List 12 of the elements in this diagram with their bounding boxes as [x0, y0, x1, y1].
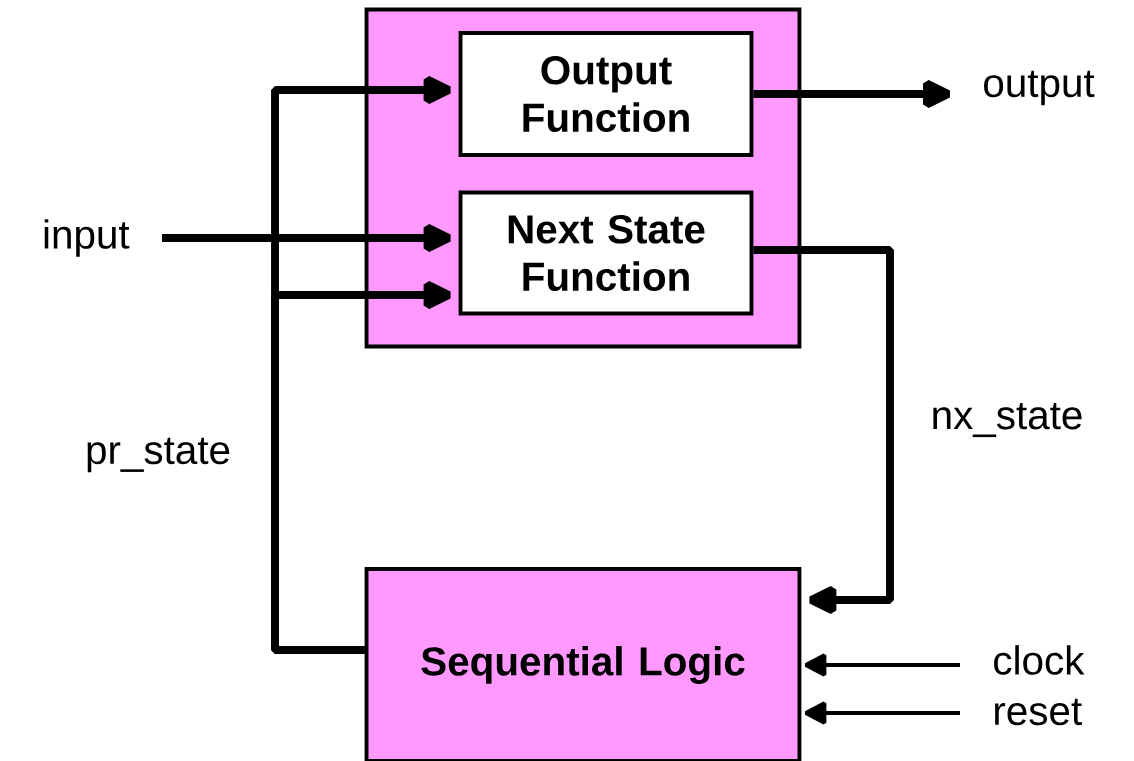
function-box: Output Function [458, 31, 754, 157]
function-box: Next State Function [458, 190, 754, 316]
signal-label: input [44, 219, 130, 257]
arrow [803, 653, 960, 677]
signal-label: clock [994, 645, 1085, 675]
logic-box: Sequential Logic [364, 567, 802, 761]
arrow [271, 280, 453, 654]
signal-label: output [984, 70, 1095, 106]
signal-label: reset [995, 698, 1082, 726]
edge-label: pr_state [83, 436, 233, 474]
edge-label: nx_state [928, 401, 1086, 439]
arrow [803, 701, 960, 725]
